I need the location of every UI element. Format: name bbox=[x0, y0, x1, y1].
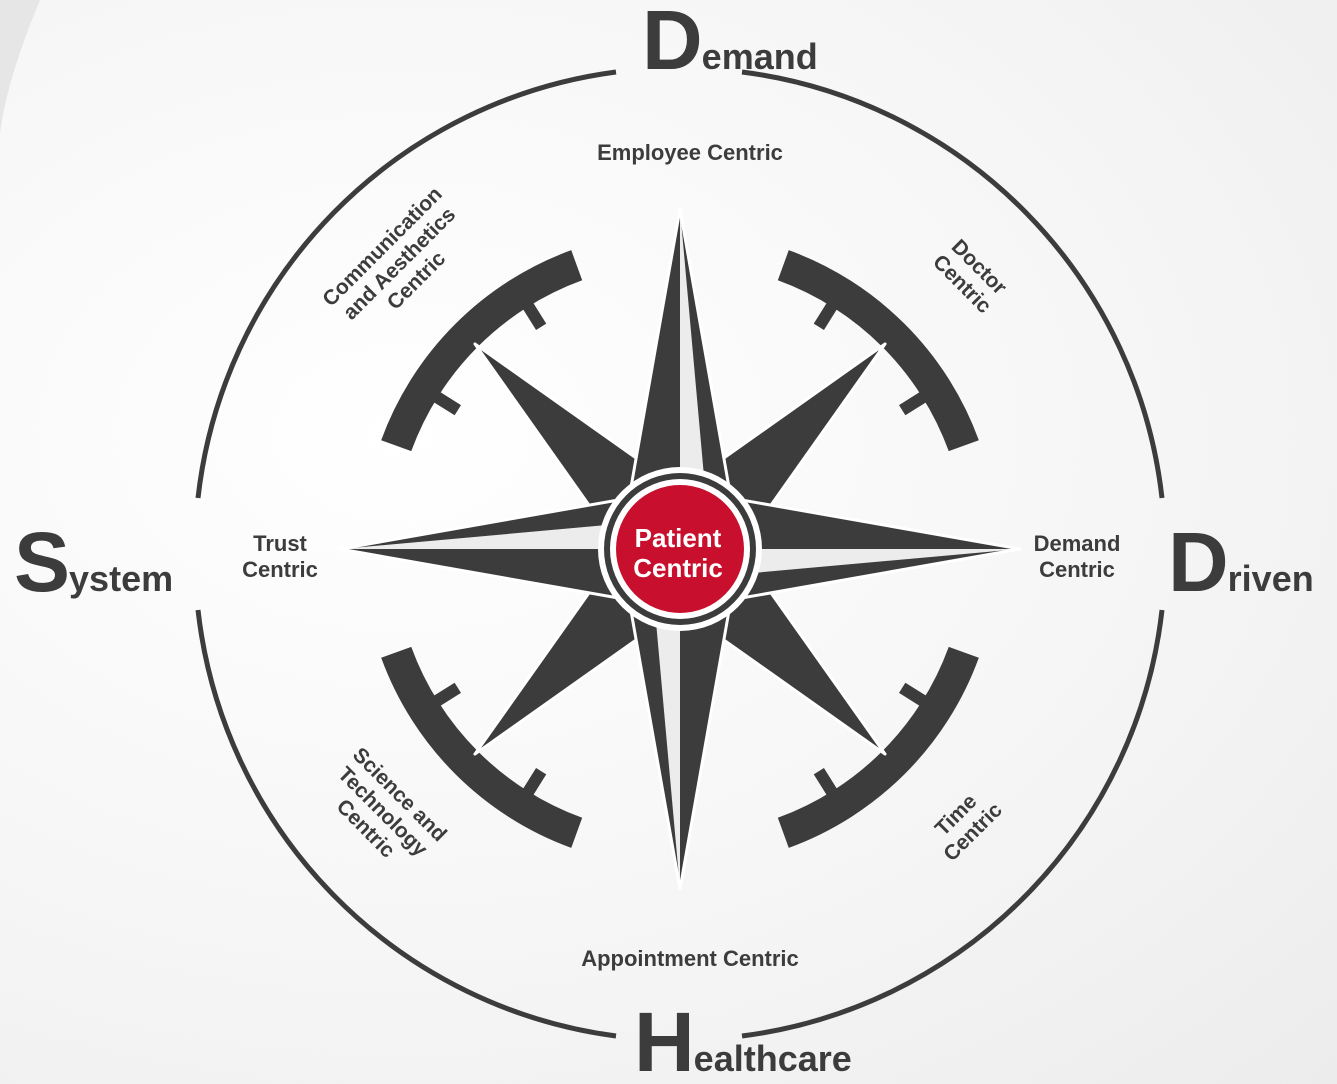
inner-ring-arc-nw-tick-2 bbox=[527, 305, 541, 327]
segment-west-line2: Centric bbox=[230, 557, 330, 583]
center-label-line1: Patient bbox=[618, 524, 738, 554]
segment-north: Employee Centric bbox=[540, 140, 840, 166]
segment-west: Trust Centric bbox=[230, 531, 330, 584]
inner-ring-arc-sw-tick-2 bbox=[436, 688, 458, 702]
inner-ring-arc-se-tick-1 bbox=[902, 688, 924, 702]
title-demand-initial: D bbox=[642, 0, 702, 87]
title-demand: Demand bbox=[642, 0, 818, 82]
title-healthcare: Healthcare bbox=[634, 1000, 852, 1084]
inner-ring-arc-ne-tick-1 bbox=[819, 305, 833, 327]
title-demand-rest: emand bbox=[702, 36, 818, 77]
inner-ring-arc-nw-tick-1 bbox=[436, 396, 458, 410]
segment-east-line2: Centric bbox=[1022, 557, 1132, 583]
title-driven-rest: riven bbox=[1228, 558, 1314, 599]
segment-south: Appointment Centric bbox=[520, 946, 860, 972]
title-driven: Driven bbox=[1168, 520, 1314, 604]
title-healthcare-rest: ealthcare bbox=[694, 1038, 852, 1079]
title-system: System bbox=[14, 520, 173, 604]
segment-east: Demand Centric bbox=[1022, 531, 1132, 584]
inner-ring-arc-se-tick-2 bbox=[819, 771, 833, 793]
title-system-initial: S bbox=[14, 515, 69, 609]
segment-west-line1: Trust bbox=[230, 531, 330, 557]
segment-east-line1: Demand bbox=[1022, 531, 1132, 557]
center-label: Patient Centric bbox=[618, 524, 738, 584]
inner-ring-arc-sw-tick-1 bbox=[527, 771, 541, 793]
title-healthcare-initial: H bbox=[634, 995, 694, 1084]
title-driven-initial: D bbox=[1168, 515, 1228, 609]
title-system-rest: ystem bbox=[69, 558, 173, 599]
center-label-line2: Centric bbox=[618, 554, 738, 584]
inner-ring-arc-ne-tick-2 bbox=[902, 396, 924, 410]
